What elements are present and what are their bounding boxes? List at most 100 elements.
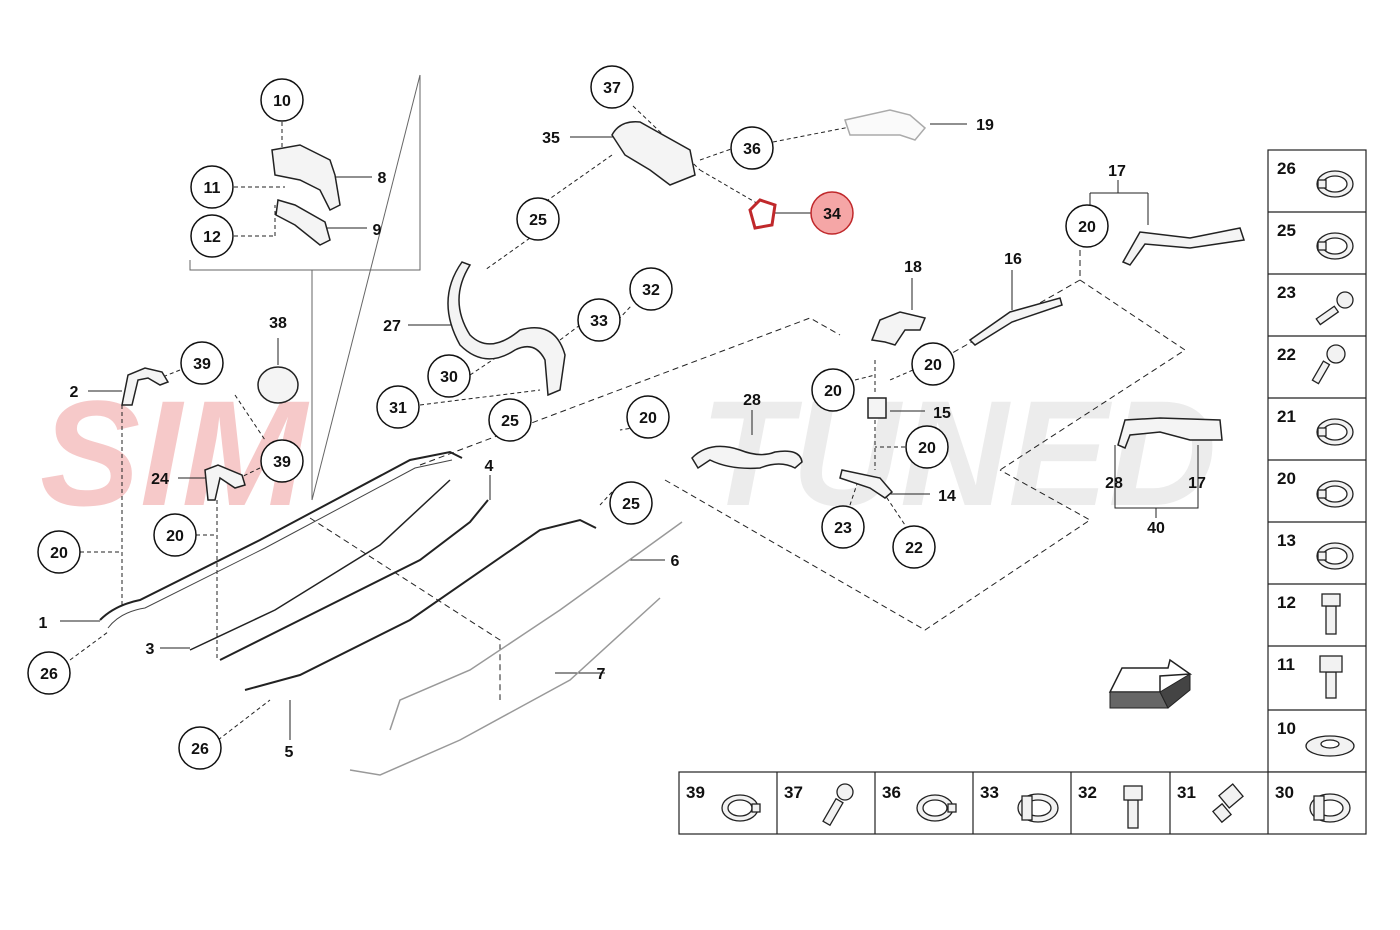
legend-label: 21 (1277, 407, 1296, 426)
pipe-1 (99, 450, 463, 621)
label-2: 2 (70, 384, 79, 401)
svg-text:20: 20 (1078, 219, 1096, 236)
hose-clamp-icon (1316, 232, 1354, 260)
svg-text:30: 30 (440, 369, 458, 386)
bolt-icon (822, 783, 854, 827)
bolt-icon (1311, 344, 1346, 385)
label-8: 8 (378, 170, 387, 187)
label-14: 14 (938, 488, 956, 505)
callout-32: 32 (629, 267, 673, 311)
hose-clamp-icon (721, 794, 761, 822)
callout-10: 10 (260, 78, 304, 122)
label-28: 28 (1105, 475, 1123, 492)
legend-label: 10 (1277, 719, 1296, 738)
part-28-17-hoses (1117, 417, 1223, 449)
leader-lines (60, 74, 1199, 741)
callouts: 10 11 12 37 36 3 4 25 32 33 30 31 25 39 3… (27, 65, 1109, 770)
part-2-hose (121, 367, 170, 406)
legend-right: 26 25 23 22 21 20 13 12 11 10 (1267, 149, 1367, 773)
svg-text:20: 20 (918, 440, 936, 457)
svg-text:10: 10 (273, 93, 291, 110)
svg-text:20: 20 (50, 545, 68, 562)
svg-text:20: 20 (924, 357, 942, 374)
callout-25: 25 (609, 481, 653, 525)
label-24: 24 (151, 471, 169, 488)
svg-text:25: 25 (529, 212, 547, 229)
legend-label: 33 (980, 783, 999, 802)
svg-text:26: 26 (191, 741, 209, 758)
legend-label: 37 (784, 783, 803, 802)
legend-label: 12 (1277, 593, 1296, 612)
callout-20: 20 (911, 342, 955, 386)
callout-26: 26 (27, 651, 71, 695)
svg-text:32: 32 (642, 282, 660, 299)
label-9: 9 (373, 222, 382, 239)
bolt-icon (1315, 291, 1354, 326)
svg-text:33: 33 (590, 313, 608, 330)
label-4: 4 (485, 458, 494, 475)
callout-12: 12 (190, 214, 234, 258)
label-15: 15 (933, 405, 951, 422)
callout-39: 39 (180, 341, 224, 385)
direction-arrow-icon (1108, 658, 1193, 709)
legend-label: 30 (1275, 783, 1294, 802)
callout-31: 31 (376, 385, 420, 429)
callout-23: 23 (821, 505, 865, 549)
callout-25: 25 (488, 398, 532, 442)
part-38-cap (257, 366, 299, 404)
socket-bolt-icon (1319, 655, 1343, 699)
part-8-bracket (271, 144, 341, 212)
part-9-bracket (275, 199, 331, 246)
washer-icon (1305, 735, 1355, 757)
part-27-hose (447, 261, 566, 397)
pipe-5 (244, 518, 597, 691)
callout-26: 26 (178, 726, 222, 770)
svg-text:39: 39 (193, 356, 211, 373)
callout-20: 20 (1065, 204, 1109, 248)
part-14-bracket (839, 469, 894, 499)
callout-25: 25 (516, 197, 560, 241)
legend-label: 26 (1277, 159, 1296, 178)
label-16: 16 (1004, 251, 1022, 268)
label-18: 18 (904, 259, 922, 276)
legend-label: 36 (882, 783, 901, 802)
label-19: 19 (976, 117, 994, 134)
callout-22: 22 (892, 525, 936, 569)
svg-text:26: 26 (40, 666, 58, 683)
callout-33: 33 (577, 298, 621, 342)
callout-20: 20 (905, 425, 949, 469)
socket-bolt-icon (1211, 783, 1244, 824)
callout-37: 37 (590, 65, 634, 109)
svg-text:36: 36 (743, 141, 761, 158)
part-18-fitting (870, 311, 927, 346)
svg-text:23: 23 (834, 520, 852, 537)
long-pipes (99, 450, 683, 776)
screw-icon (1321, 593, 1341, 635)
svg-text:22: 22 (905, 540, 923, 557)
label-7: 7 (597, 666, 606, 683)
part-labels: 8 9 35 19 17 38 2 27 18 16 28 15 24 4 14… (39, 117, 1206, 761)
hose-clamp-icon (1316, 418, 1354, 446)
pipe-6 (389, 521, 683, 731)
pipe-3 (189, 479, 451, 651)
svg-text:11: 11 (204, 180, 221, 197)
callout-20: 20 (811, 368, 855, 412)
hose-clamp-icon (1316, 170, 1354, 198)
svg-text:20: 20 (824, 383, 842, 400)
legend-label: 22 (1277, 345, 1296, 364)
legend-label: 31 (1177, 783, 1196, 802)
callout-30: 30 (427, 354, 471, 398)
label-35: 35 (542, 130, 560, 147)
hose-clamp-icon (1017, 793, 1059, 823)
legend-label: 20 (1277, 469, 1296, 488)
legend-label: 32 (1078, 783, 1097, 802)
callout-39: 39 (260, 439, 304, 483)
label-3: 3 (146, 641, 155, 658)
hose-clamp-icon (1316, 542, 1354, 570)
callout-11: 11 (190, 165, 234, 209)
callout-20: 20 (37, 530, 81, 574)
part-19-hose (844, 109, 927, 141)
hose-clamp-icon (1316, 480, 1354, 508)
hose-clamp-icon (1309, 793, 1351, 823)
